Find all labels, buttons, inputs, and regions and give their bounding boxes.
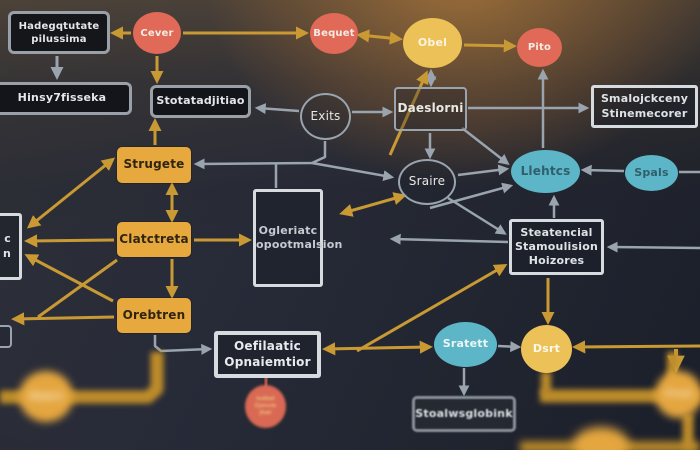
node-blur-circle-right: Prmal (655, 371, 700, 418)
edge-orebtren-to-ofilaatic (153, 335, 213, 355)
node-strugete-box: Strugete (117, 147, 191, 183)
node-label: indbal (256, 396, 275, 402)
node-label: Opnaiemtior (224, 354, 311, 369)
node-label: Pito (527, 42, 552, 53)
edge-obel-to-pito (463, 39, 517, 53)
node-label: pilussima (31, 33, 87, 45)
node-label: Steatencial (520, 225, 593, 239)
node-label: Llehtcs (520, 163, 571, 178)
node-pito-ellipse: Pito (517, 28, 562, 67)
node-label: Stamoulision (514, 239, 599, 253)
node-graybox-bottom: Stoalwsglobink (412, 396, 516, 432)
node-label: Ogleriatc (258, 223, 318, 237)
edge-band-bottomleft (0, 352, 164, 404)
node-label: Strugete (123, 157, 185, 172)
node-clatreta-box: Clatctreta (117, 222, 191, 257)
node-label: Cever (140, 27, 174, 39)
node-blur-circle-bottom (573, 427, 629, 450)
edge-diag-to-statential (447, 196, 507, 235)
edge-orebtren-leftbox-diag (24, 254, 114, 303)
node-orebtren-box: Orebtren (117, 298, 191, 333)
node-label: Dsrt (532, 341, 561, 355)
node-saire-circle: Sraire (398, 159, 456, 205)
node-label: Stinemecorer (601, 106, 688, 120)
node-label: Oefilaatic (234, 338, 301, 353)
edge-daeslorni-to-llehtcs-diag (461, 127, 510, 166)
node-bequet-ellipse: Bequet (310, 13, 358, 54)
node-label: Hoizores (528, 254, 585, 268)
edge-saire-to-llehtcs (457, 164, 510, 177)
edge-ofilaatic-sratett (322, 340, 433, 356)
node-left-box2: Hinsy7fisseka (0, 82, 132, 115)
edge-sratett-to-dsrt (497, 341, 522, 353)
node-stotata-box: Stotatadjitiao (150, 85, 251, 118)
node-label: Cjsnvm (254, 403, 277, 409)
node-label: opootmalsion (256, 238, 343, 251)
node-label: Daeslorni (397, 101, 464, 116)
edge-exits-to-saire-diag (311, 161, 395, 182)
node-exits-circle: Exits (300, 93, 351, 140)
node-label: Stotatadjitiao (156, 94, 245, 108)
node-obel-ellipse: Obel (403, 18, 462, 68)
node-label: Daars (29, 391, 63, 402)
node-label: jhat (259, 410, 272, 416)
edge-right-to-statential (606, 241, 700, 253)
node-daeslorni-box: Daeslorni (394, 87, 467, 131)
node-label: Spals (634, 165, 669, 179)
node-label: Smalojckceny (600, 92, 689, 106)
node-label: Obel (417, 35, 448, 49)
edge-statential-left-line (389, 233, 509, 245)
node-blur-circle-left: Daars (19, 371, 73, 422)
node-label: Sratett (442, 337, 489, 351)
node-spals-ellipse: Spals (625, 155, 678, 191)
node-label: n (2, 246, 11, 260)
node-label: Hinsy7fisseka (17, 91, 107, 105)
edge-strugete-leftbox-diag (26, 157, 116, 229)
node-label: Bequet (313, 28, 355, 39)
edge-genetic-saire (339, 192, 407, 217)
node-label: Exits (310, 108, 341, 123)
node-label: c (4, 232, 11, 246)
node-dsrt-circle: Dsrt (521, 325, 572, 373)
node-label: Orebtren (122, 307, 186, 322)
node-label: Hadegqtutate (18, 20, 100, 32)
node-cever-ellipse: Cever (133, 12, 181, 54)
edge-junction-to-statential (356, 264, 508, 353)
edge-exits-to-stotata (254, 103, 300, 115)
edge-right-to-dsrt (572, 340, 700, 354)
node-label: Sraire (408, 174, 446, 189)
edge-diag-to-llehtcs-bl (429, 182, 514, 210)
node-llehtcs-ellipse: Llehtcs (511, 150, 580, 193)
node-leftfrag-box (0, 325, 12, 348)
node-label: Clatctreta (119, 231, 189, 246)
edge-bequet-obel (356, 29, 403, 45)
edge-clatreta-to-leftbox (24, 234, 115, 248)
node-label: Stoalwsglobink (415, 406, 513, 420)
node-label: Prmal (664, 389, 693, 399)
node-sratett-ellipse: Sratett (434, 322, 497, 367)
edge-clatreta-leftfrag-diag (37, 258, 118, 319)
edge-exits-to-strugete (193, 141, 327, 170)
edge-orebtren-to-leftfrag (11, 312, 115, 326)
edge-spals-to-llehtcs (580, 164, 625, 176)
